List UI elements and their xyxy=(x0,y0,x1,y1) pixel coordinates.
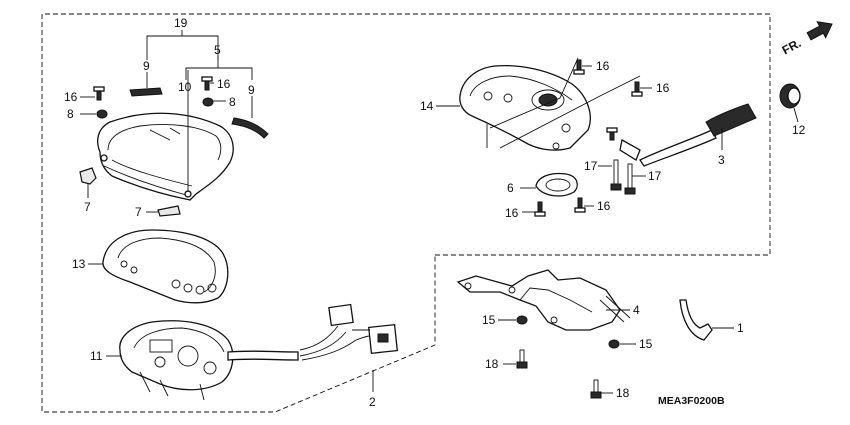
label-11: 11 xyxy=(90,349,103,363)
label-19: 19 xyxy=(174,16,188,30)
label-9-left: 9 xyxy=(143,59,150,73)
label-16-c: 16 xyxy=(505,206,519,220)
cable-boot xyxy=(779,83,801,109)
screw-16-left xyxy=(93,86,105,101)
leader-lines xyxy=(80,30,799,394)
meter-case xyxy=(459,64,591,151)
grommet-8-left xyxy=(96,109,108,119)
screw-16-center xyxy=(201,76,213,91)
part-labels: 19 5 9 9 10 16 8 16 8 7 7 13 11 2 14 16 … xyxy=(64,16,806,409)
clip-7-left xyxy=(79,167,97,185)
label-2: 2 xyxy=(369,395,376,409)
screw-16-d xyxy=(574,197,586,213)
speedometer-cable xyxy=(619,103,757,167)
label-16-center: 16 xyxy=(217,77,231,91)
label-6: 6 xyxy=(507,181,514,195)
front-arrow-icon xyxy=(806,21,833,41)
gasket xyxy=(535,172,578,197)
bolt-18-right xyxy=(590,379,602,399)
label-9-right: 9 xyxy=(248,83,255,97)
screw-16-a xyxy=(573,59,585,75)
label-15-left: 15 xyxy=(482,313,496,327)
screw-16-c xyxy=(534,201,546,217)
grommet-8-center xyxy=(202,97,214,107)
bolt-17-right xyxy=(624,163,636,195)
label-3: 3 xyxy=(718,153,725,167)
label-18-left: 18 xyxy=(485,357,499,371)
label-5: 5 xyxy=(214,43,221,57)
label-8-left: 8 xyxy=(67,107,74,121)
meter-bezel xyxy=(102,229,229,304)
meter-stay xyxy=(456,269,631,331)
label-16-a: 16 xyxy=(596,59,610,73)
label-17-right: 17 xyxy=(648,169,662,183)
nut-15-left xyxy=(516,315,528,325)
label-12: 12 xyxy=(792,123,806,137)
front-direction-label: FR. xyxy=(780,36,804,57)
meter-cable xyxy=(227,350,299,361)
label-1: 1 xyxy=(737,321,744,335)
label-7-bottom: 7 xyxy=(135,205,142,219)
label-16-b: 16 xyxy=(656,81,670,95)
label-7-left: 7 xyxy=(84,200,91,214)
screw-16-b xyxy=(631,81,643,97)
wire-band xyxy=(679,299,713,341)
front-direction-indicator: FR. xyxy=(780,21,833,57)
nut-15-right xyxy=(608,339,620,349)
label-17-left: 17 xyxy=(584,159,598,173)
label-16-d: 16 xyxy=(597,199,611,213)
screw-16-e xyxy=(606,127,618,141)
label-8-center: 8 xyxy=(229,95,236,109)
meter-assembly xyxy=(119,320,234,401)
label-13: 13 xyxy=(72,257,86,271)
label-4: 4 xyxy=(633,303,640,317)
label-15-right: 15 xyxy=(639,337,653,351)
diagram-code: MEA3F0200B xyxy=(658,395,725,407)
meter-cover xyxy=(97,112,234,201)
meter-connector xyxy=(299,303,399,361)
seal-left xyxy=(129,87,163,97)
clip-7-bottom xyxy=(157,205,181,217)
bolt-17-left xyxy=(610,159,622,191)
label-14: 14 xyxy=(420,99,434,113)
label-16-left: 16 xyxy=(64,90,78,104)
label-10: 10 xyxy=(178,80,192,94)
label-18-right: 18 xyxy=(616,386,630,400)
bolt-18-left xyxy=(516,349,528,369)
seal-right xyxy=(231,117,269,139)
